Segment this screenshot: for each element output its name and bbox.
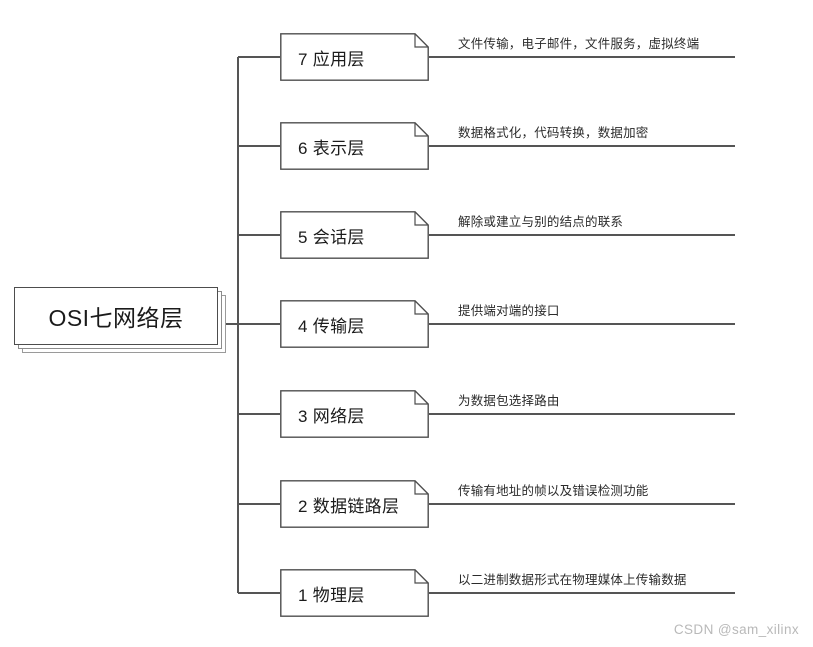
layer-node-3[interactable]: 3 网络层 — [280, 390, 429, 438]
layer-node-1[interactable]: 1 物理层 — [280, 569, 429, 617]
layer-description-1: 以二进制数据形式在物理媒体上传输数据 — [458, 573, 687, 587]
layer-description-3: 为数据包选择路由 — [458, 394, 560, 408]
layer-description-5: 解除或建立与别的结点的联系 — [458, 215, 624, 229]
folded-corner-box-icon — [280, 122, 429, 170]
layer-description-4: 提供端对端的接口 — [458, 304, 560, 318]
folded-corner-box-icon — [280, 300, 429, 348]
root-node[interactable]: OSI七网络层 — [14, 287, 226, 353]
layer-node-6-label: 6 表示层 — [298, 138, 365, 158]
layer-node-5-label: 5 会话层 — [298, 227, 365, 247]
root-node-label: OSI七网络层 — [48, 305, 184, 331]
layer-node-1-label: 1 物理层 — [298, 585, 365, 605]
layer-description-6: 数据格式化，代码转换，数据加密 — [458, 126, 649, 140]
folded-corner-box-icon — [280, 480, 429, 528]
folded-corner-box-icon — [280, 33, 429, 81]
layer-node-7[interactable]: 7 应用层 — [280, 33, 429, 81]
layer-node-2[interactable]: 2 数据链路层 — [280, 480, 429, 528]
watermark: CSDN @sam_xilinx — [673, 622, 799, 637]
folded-corner-box-icon — [280, 211, 429, 259]
layer-node-4[interactable]: 4 传输层 — [280, 300, 429, 348]
root-node-sheet-front — [14, 287, 218, 345]
layer-node-5[interactable]: 5 会话层 — [280, 211, 429, 259]
layer-node-6[interactable]: 6 表示层 — [280, 122, 429, 170]
layer-node-7-label: 7 应用层 — [298, 49, 365, 69]
layer-node-3-label: 3 网络层 — [298, 406, 365, 426]
layer-description-7: 文件传输，电子邮件，文件服务，虚拟终端 — [458, 37, 700, 51]
layer-description-2: 传输有地址的帧以及错误检测功能 — [458, 484, 649, 498]
folded-corner-box-icon — [280, 569, 429, 617]
layer-node-4-label: 4 传输层 — [298, 316, 365, 336]
layer-node-2-label: 2 数据链路层 — [298, 496, 400, 516]
folded-corner-box-icon — [280, 390, 429, 438]
